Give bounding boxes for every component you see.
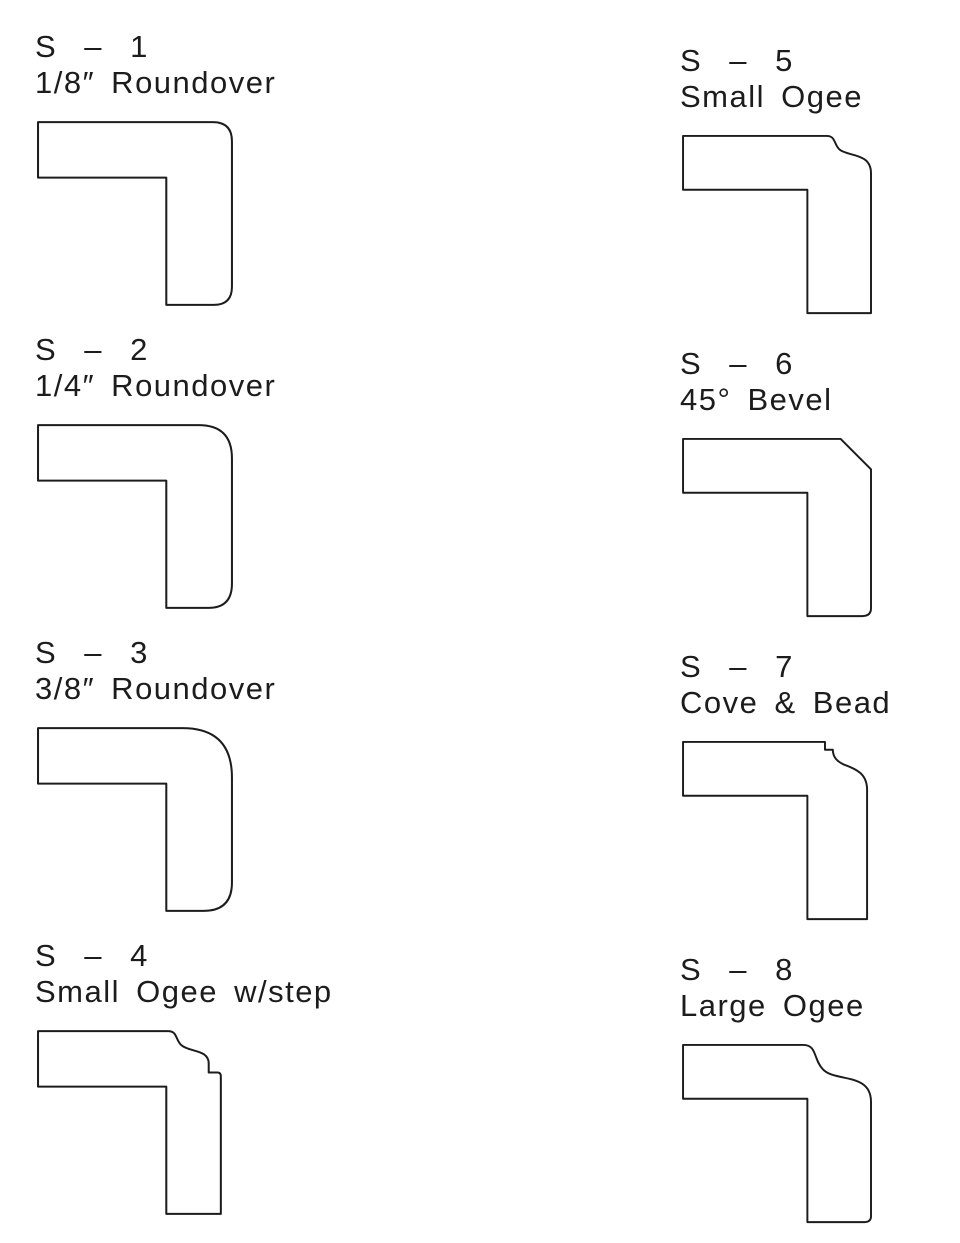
profile-id: S – 8 — [680, 952, 796, 987]
profile-drawing-bevel-45 — [682, 437, 872, 617]
profile-card-s5: S – 5 Small Ogee — [680, 30, 960, 333]
profile-name: Small Ogee w/step — [35, 974, 333, 1010]
profile-drawing-small-ogee-step — [37, 1029, 222, 1215]
profile-id: S – 4 — [35, 938, 151, 973]
profile-drawing-roundover-medium — [37, 423, 233, 609]
profile-id: S – 5 — [680, 43, 796, 78]
profile-id: S – 7 — [680, 649, 796, 684]
profile-id: S – 2 — [35, 332, 151, 367]
profile-card-s4: S – 4 Small Ogee w/step — [35, 938, 680, 1242]
profile-drawing-cove-bead — [682, 740, 869, 920]
profile-card-s7: S – 7 Cove & Bead — [680, 636, 960, 939]
profile-name: Small Ogee — [680, 79, 863, 115]
profile-card-s1: S – 1 1/8″ Roundover — [35, 29, 680, 333]
profile-id: S – 1 — [35, 29, 151, 64]
profile-card-s6: S – 6 45° Bevel — [680, 333, 960, 636]
profile-name: 45° Bevel — [680, 382, 833, 418]
profile-drawing-roundover-large — [37, 726, 233, 912]
profile-drawing-large-ogee — [682, 1043, 872, 1223]
profile-card-s2: S – 2 1/4″ Roundover — [35, 332, 680, 636]
profile-name: Cove & Bead — [680, 685, 892, 721]
profile-card-s8: S – 8 Large Ogee — [680, 939, 960, 1242]
profile-id: S – 6 — [680, 346, 796, 381]
profile-name: 3/8″ Roundover — [35, 671, 277, 707]
profile-name: 1/8″ Roundover — [35, 65, 277, 101]
profile-drawing-small-ogee — [682, 134, 872, 314]
profile-id: S – 3 — [35, 635, 151, 670]
profile-name: Large Ogee — [680, 988, 865, 1024]
profile-drawing-roundover-small — [37, 120, 233, 306]
profile-name: 1/4″ Roundover — [35, 368, 277, 404]
profile-card-s3: S – 3 3/8″ Roundover — [35, 635, 680, 939]
